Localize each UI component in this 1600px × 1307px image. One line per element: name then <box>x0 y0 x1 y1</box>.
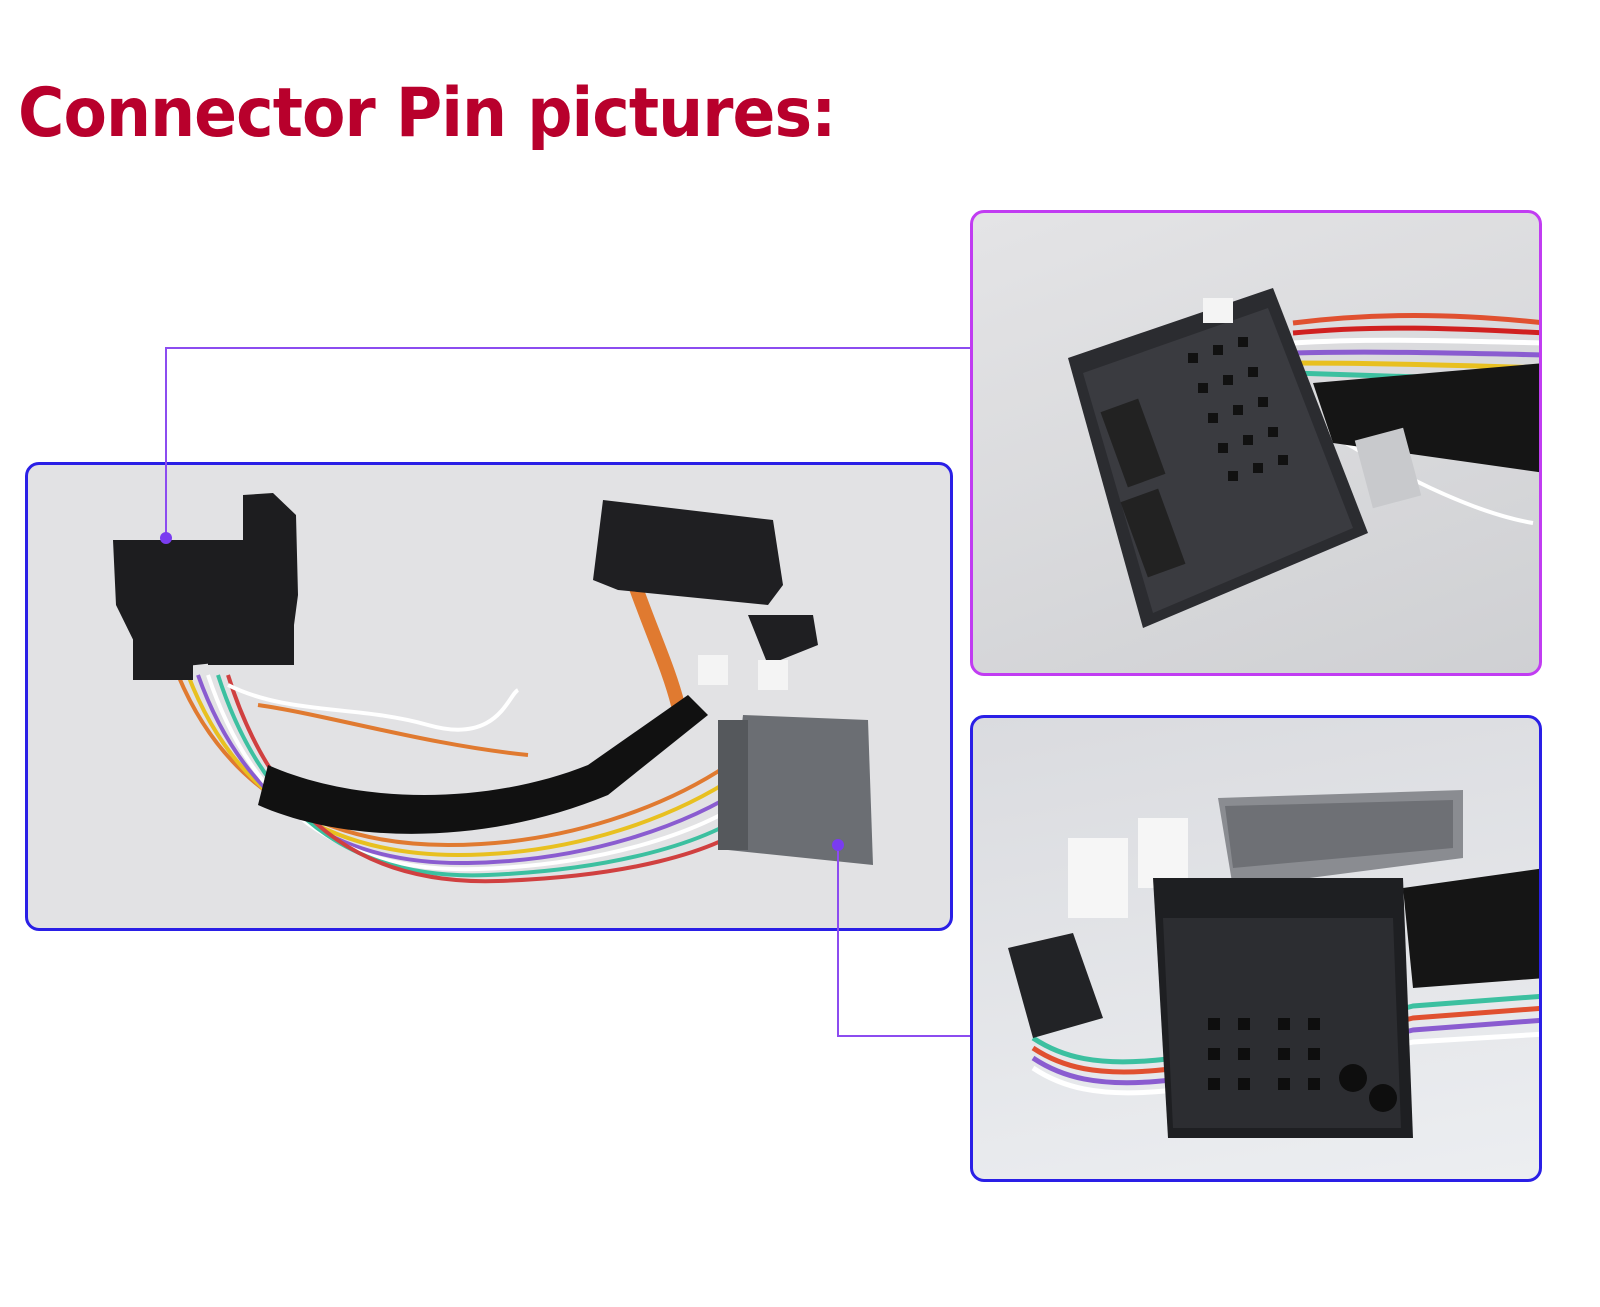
connector-pair-illustration <box>1008 790 1539 1138</box>
quadlock-connector-illustration <box>1068 288 1539 628</box>
page-title: Connector Pin pictures: <box>18 74 836 153</box>
connector-detail-photo-top <box>970 210 1542 676</box>
harness-overview-photo <box>25 462 953 931</box>
connector-detail-photo-bottom <box>970 715 1542 1182</box>
wiring-harness-illustration <box>113 493 873 884</box>
